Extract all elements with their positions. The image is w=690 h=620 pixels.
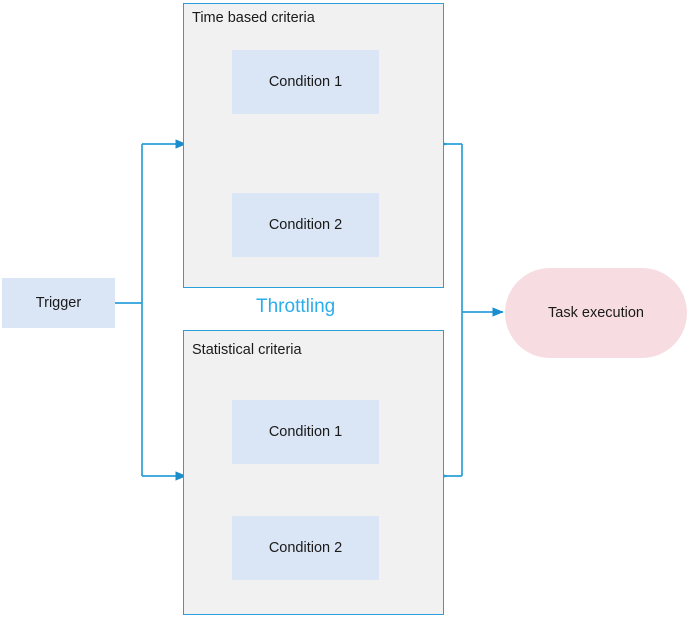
trigger-node[interactable]: Trigger xyxy=(2,278,115,328)
time-condition-1-box[interactable]: Condition 1 xyxy=(232,50,379,114)
time-condition-1-label: Condition 1 xyxy=(268,74,343,90)
time-condition-2-label: Condition 2 xyxy=(268,217,343,233)
group-statistical-criteria-title: Statistical criteria xyxy=(192,342,302,358)
statistical-condition-1-box[interactable]: Condition 1 xyxy=(232,400,379,464)
throttling-label: Throttling xyxy=(256,296,336,317)
time-condition-2-box[interactable]: Condition 2 xyxy=(232,193,379,257)
statistical-condition-2-box[interactable]: Condition 2 xyxy=(232,516,379,580)
statistical-condition-2-label: Condition 2 xyxy=(268,540,343,556)
statistical-condition-1-label: Condition 1 xyxy=(268,424,343,440)
task-execution-label: Task execution xyxy=(548,305,644,321)
task-execution-node[interactable]: Task execution xyxy=(505,268,687,358)
group-time-based-criteria-title: Time based criteria xyxy=(192,10,315,26)
trigger-label: Trigger xyxy=(35,295,82,311)
